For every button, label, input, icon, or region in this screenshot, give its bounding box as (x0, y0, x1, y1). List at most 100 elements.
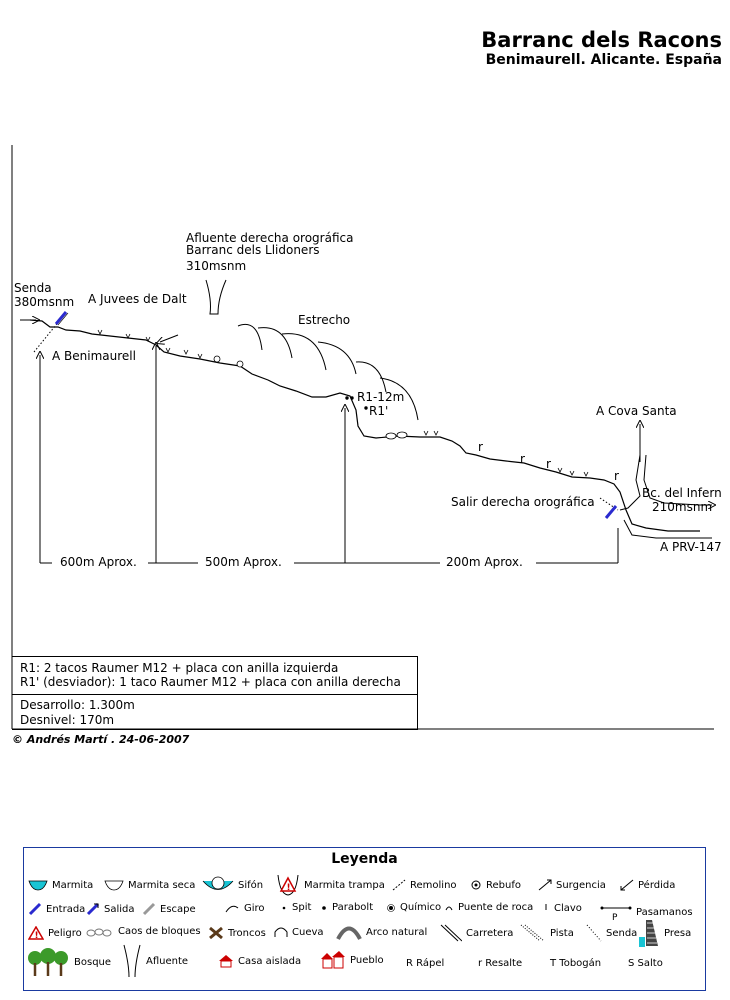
pasamanos-p-text: P (612, 913, 618, 922)
legend-bosque: Bosque (26, 946, 111, 978)
label-salir: Salir derecha orográfica (451, 495, 595, 509)
legend-title: Leyenda (331, 851, 398, 867)
page-subtitle: Benimaurell. Alicante. España (485, 52, 722, 68)
estrecho-wall-2 (257, 327, 293, 359)
svg-text:!: ! (35, 931, 39, 940)
legend-remolino: Remolino (392, 879, 457, 891)
estrecho-wall-4 (317, 341, 357, 375)
estrecho-wall-5 (355, 361, 387, 393)
senda-icon (586, 924, 602, 942)
label-r1p: R1' (369, 404, 388, 418)
legend-pasamanos: P Pasamanos (600, 902, 693, 922)
legend-entrada: Entrada (28, 902, 85, 916)
svg-text:!: ! (287, 883, 291, 893)
entrada-icon (28, 902, 42, 916)
author-credit: © Andrés Martí . 24-06-2007 (12, 733, 190, 746)
legend-tobogan: T Tobogán (550, 958, 602, 969)
perdida-icon (620, 879, 634, 891)
note-desnivel: Desnivel: 170m (20, 713, 115, 727)
legend-caos: Caos de bloques (86, 926, 201, 937)
label-senda-alt: 380msnm (14, 295, 74, 309)
marmita-trampa-icon: ! (277, 874, 299, 896)
legend-senda: Senda (586, 924, 637, 942)
marmita-seca-icon (104, 880, 124, 891)
label-resalte-4: r (614, 469, 619, 483)
note-desarrollo: Desarrollo: 1.300m (20, 698, 135, 712)
estrecho-wall-3 (281, 333, 327, 371)
infern-bank-right (643, 454, 712, 505)
label-afluente-line2: Barranc dels Llidoners (186, 243, 320, 257)
pueblo-icon (321, 951, 345, 969)
legend-puente-roca: Puente de roca (444, 902, 533, 913)
giro-icon (225, 905, 239, 913)
sifon-icon (202, 876, 234, 890)
legend-casa: Casa aislada (218, 954, 301, 968)
caos-bloques-icon (86, 928, 112, 936)
label-senda: Senda (14, 281, 52, 295)
label-afluente-alt: 310msnm (186, 259, 246, 273)
presa-icon (639, 920, 658, 947)
afluente-icon (123, 944, 141, 978)
label-resalte-1: r (478, 440, 483, 454)
note-r1p: R1' (desviador): 1 taco Raumer M12 + pla… (20, 675, 401, 689)
notes-box: R1: 2 tacos Raumer M12 + placa con anill… (12, 656, 418, 730)
legend-parabolt: Parabolt (320, 902, 373, 913)
pista-icon (520, 924, 545, 942)
legend-rapel: R Rápel (406, 958, 445, 969)
cueva-icon (274, 927, 288, 937)
legend-surgencia: Surgencia (538, 879, 606, 891)
label-estrecho: Estrecho (298, 313, 350, 327)
estrecho-wall-1 (237, 324, 263, 351)
legend-quimico: Químico (386, 902, 441, 913)
legend-cueva: Cueva (274, 926, 324, 938)
dist1-bg (52, 554, 148, 570)
label-r1: R1-12m (357, 390, 404, 404)
notes-anchors: R1: 2 tacos Raumer M12 + placa con anill… (20, 661, 401, 689)
legend-sifon: Sifón (202, 876, 263, 894)
dist2-bg (198, 554, 294, 570)
label-dist1: 600m Aprox. (60, 555, 137, 569)
legend-afluente: Afluente (122, 944, 188, 978)
infern-bank-left (619, 454, 641, 511)
legend-escape: Escape (142, 902, 196, 916)
pasamanos-icon: P (600, 906, 632, 922)
label-benimaurell: A Benimaurell (52, 349, 136, 363)
label-infern: Bc. del Infern (642, 486, 722, 500)
legend-peligro: ! Peligro (28, 926, 82, 940)
legend-carretera: Carretera (440, 924, 513, 942)
dist3-bg (440, 554, 536, 570)
legend-troncos: Troncos (208, 926, 266, 940)
carretera-icon (440, 924, 462, 942)
peligro-icon: ! (28, 926, 44, 940)
legend-arco: Arco natural (336, 924, 427, 940)
legend-clavo: Clavo (542, 902, 582, 914)
legend-resalte: r Resalte (478, 958, 523, 969)
bosque-icon (28, 948, 68, 976)
label-cova-santa: A Cova Santa (596, 404, 677, 418)
juvees-arrow (160, 334, 179, 342)
legend-pueblo: Pueblo (320, 950, 384, 970)
legend-presa: Presa (638, 918, 691, 948)
legend-marmita-seca: Marmita seca (104, 879, 195, 891)
label-afluente-line1: Afluente derecha orográfica (186, 231, 353, 245)
legend-salto: S Salto (628, 958, 663, 969)
notes-divider (12, 694, 417, 695)
spit-icon (282, 906, 286, 909)
canyon-topo-diagram: Senda 380msnm A Juvees de Dalt A Benimau… (11, 145, 722, 730)
label-juvees: A Juvees de Dalt (88, 292, 187, 306)
legend-box: Leyenda Marmita Marmita seca Sifón ! Mar… (23, 847, 706, 991)
canyon-bed-line (29, 319, 700, 532)
parabolt-icon (322, 905, 326, 910)
label-resalte-2: r (520, 452, 525, 466)
legend-marmita-trampa: ! Marmita trampa (276, 874, 385, 896)
legend-marmita: Marmita (28, 879, 93, 891)
escape-icon (142, 902, 156, 916)
vegetation-marks (97, 329, 589, 477)
label-dist2: 500m Aprox. (205, 555, 282, 569)
legend-rebufo: Rebufo (470, 879, 521, 891)
surgencia-icon (538, 879, 552, 891)
salida-icon (86, 902, 100, 916)
clavo-icon (545, 904, 547, 910)
entrada-marker (54, 311, 69, 326)
marmita-icon (28, 880, 48, 891)
